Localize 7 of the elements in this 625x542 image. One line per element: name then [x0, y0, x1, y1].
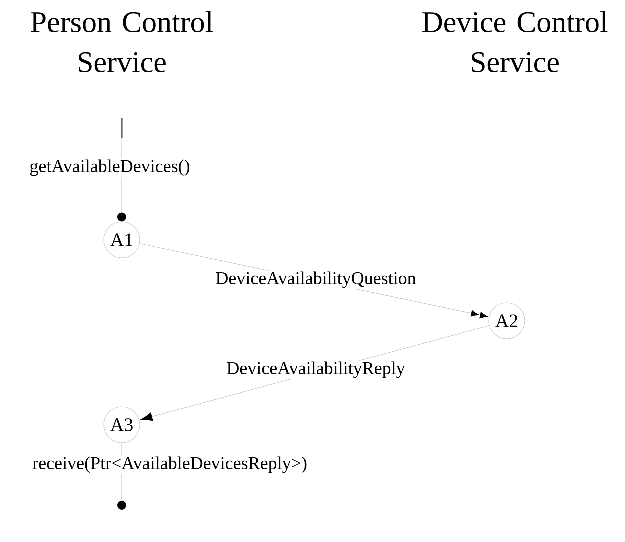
- lifeline-bar: [121, 118, 123, 138]
- edge-label: DeviceAvailabilityQuestion: [214, 270, 418, 290]
- edge-label: DeviceAvailabilityReply: [226, 360, 406, 380]
- lane-heading: Device Control Service: [422, 11, 608, 73]
- lane-heading: Person Control Service: [31, 11, 214, 73]
- edge-label: receive(Ptr<AvailableDevicesReply>): [32, 456, 308, 474]
- edge-label: getAvailableDevices(): [28, 158, 192, 178]
